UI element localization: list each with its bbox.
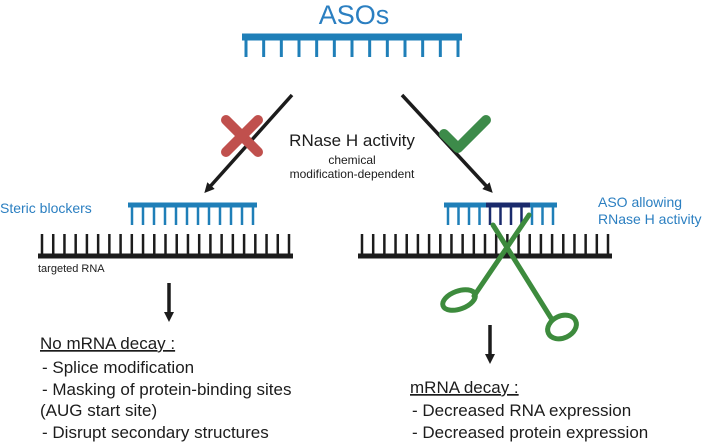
steric-blockers-label: Steric blockers (0, 200, 92, 216)
check-icon (439, 115, 491, 153)
top-aso-strand (242, 33, 462, 57)
right-outcome-item: - Decreased protein expression (412, 423, 648, 442)
no-mrna-decay-title: No mRNA decay : (40, 334, 175, 353)
title: ASOs (319, 0, 390, 30)
modification-dependent-label: modification-dependent (290, 167, 415, 181)
left-outcome-item: - Disrupt secondary structures (42, 423, 269, 442)
cleaved-rna-strand (358, 234, 612, 259)
aso-allowing-label-line2: RNase H activity (598, 211, 701, 227)
cross-icon (221, 115, 263, 157)
chemical-label: chemical (328, 153, 375, 167)
right-outcome-item: - Decreased RNA expression (412, 401, 631, 420)
targeted-rna-label: targeted RNA (38, 263, 105, 275)
rnase-h-activity-label: RNase H activity (289, 131, 415, 150)
rnase-h-aso-strand (444, 202, 557, 225)
left-outcome-item: (AUG start site) (40, 401, 157, 420)
aso-allowing-label-line1: ASO allowing (598, 194, 682, 210)
left-outcome-item: - Masking of protein-binding sites (42, 380, 291, 399)
left-outcome-item: - Splice modification (42, 358, 194, 377)
scissors-icon (440, 212, 579, 342)
rnase-h-gap-region (486, 202, 530, 208)
strand-backbone (128, 202, 257, 208)
mrna-decay-title: mRNA decay : (410, 378, 519, 397)
steric-blocker-strand (128, 202, 257, 225)
targeted-rna-strand (38, 234, 293, 259)
